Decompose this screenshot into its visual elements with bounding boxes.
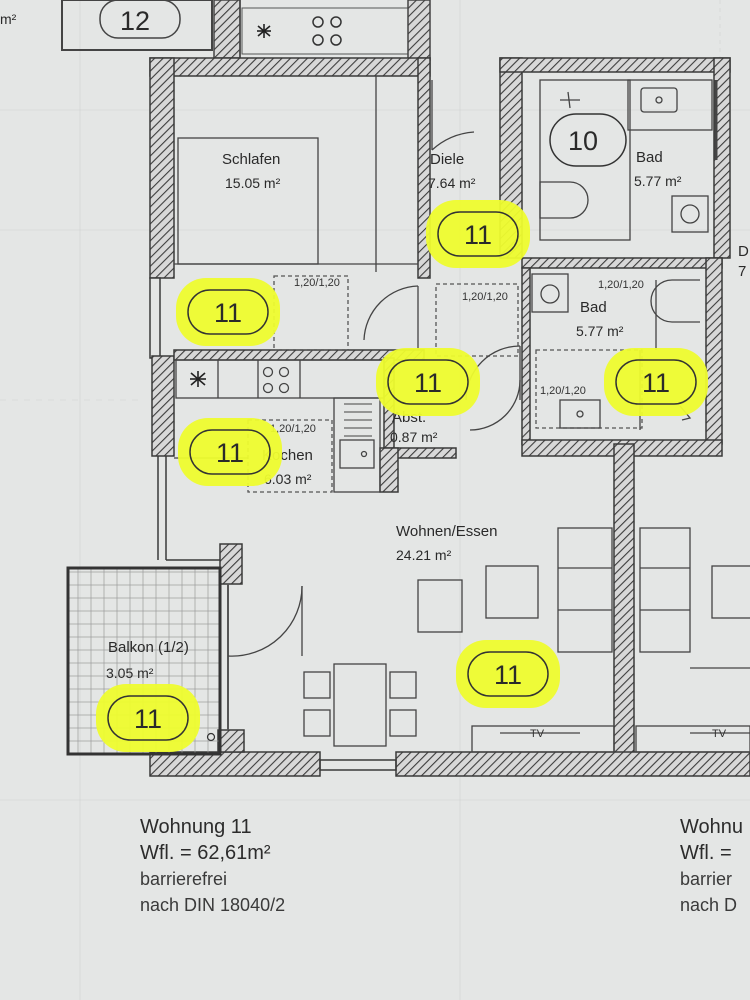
apartment-feature-right: barrier — [680, 869, 733, 889]
room-area-bad-top: 5.77 m² — [634, 173, 682, 189]
apartment-feature: barrierefrei — [140, 869, 228, 889]
room-area-abst: 0.87 m² — [390, 429, 438, 445]
dimension-label: 1,20/1,20 — [598, 279, 644, 291]
svg-text:11: 11 — [464, 220, 492, 250]
room-name-bad-top: Bad — [636, 149, 663, 166]
unit-badge-11: 11 — [96, 684, 200, 752]
snowflake-icon — [190, 371, 206, 387]
svg-text:11: 11 — [214, 298, 242, 328]
bathroom-top-fixtures — [539, 79, 718, 241]
room-area-bad: 5.77 m² — [576, 323, 624, 339]
highlighted-unit-badges: 11 11 11 11 11 11 11 — [96, 200, 708, 752]
room-name-schlafen: Schlafen — [222, 151, 280, 168]
fragment-right-7: 7 — [738, 263, 746, 280]
room-name-balkon: Balkon (1/2) — [108, 639, 189, 656]
apartment-info-right: Wohnu Wfl. = barrier nach D — [680, 814, 750, 918]
svg-text:11: 11 — [494, 660, 522, 690]
unit-badge-10: 10 — [549, 113, 627, 167]
svg-text:11: 11 — [642, 368, 670, 398]
apartment-info: Wohnung 11 Wfl. = 62,61m² barrierefrei n… — [140, 814, 285, 918]
unit-badge-11: 11 — [604, 348, 708, 416]
room-name-bad: Bad — [580, 299, 607, 316]
tv-label: TV — [712, 728, 727, 740]
room-name-diele: Diele — [430, 151, 464, 168]
living-furniture — [227, 527, 750, 753]
dimension-label: 1,20/1,20 — [294, 277, 340, 289]
wall-structure — [149, 57, 750, 777]
svg-text:11: 11 — [414, 368, 442, 398]
snowflake-icon-top — [257, 24, 271, 38]
unit-badge-11: 11 — [426, 200, 530, 268]
fragment-top-left: m² — [0, 11, 17, 27]
apartment-title: Wohnung 11 — [140, 816, 252, 838]
neighbour-unit-top — [61, 0, 431, 61]
room-area-kochen: 6.03 m² — [264, 471, 312, 487]
unit-badge-11: 11 — [376, 348, 480, 416]
fragment-right-d: D — [738, 243, 749, 260]
apartment-norm-right: nach D — [680, 895, 738, 915]
tv-label: TV — [530, 728, 545, 740]
dimension-label: 1,20/1,20 — [270, 423, 316, 435]
svg-text:11: 11 — [134, 704, 162, 734]
svg-text:11: 11 — [216, 438, 244, 468]
svg-text:10: 10 — [568, 126, 598, 156]
dimension-label: 1,20/1,20 — [540, 385, 586, 397]
apartment-title-right: Wohnu — [680, 816, 744, 838]
unit-badge-top: 12 — [120, 6, 150, 36]
room-area-schlafen: 15.05 m² — [225, 175, 281, 191]
unit-badge-11: 11 — [176, 278, 280, 346]
apartment-norm: nach DIN 18040/2 — [140, 895, 286, 915]
room-area-diele: 7.64 m² — [428, 175, 476, 191]
apartment-area-right: Wfl. = — [680, 842, 732, 864]
dimension-label: 1,20/1,20 — [462, 291, 508, 303]
room-area-balkon: 3.05 m² — [106, 665, 154, 681]
unit-badge-11: 11 — [456, 640, 560, 708]
room-name-wohnen: Wohnen/Essen — [396, 523, 497, 540]
room-area-wohnen: 24.21 m² — [396, 547, 452, 563]
unit-badge-11: 11 — [178, 418, 282, 486]
apartment-area: Wfl. = 62,61m² — [140, 842, 271, 864]
